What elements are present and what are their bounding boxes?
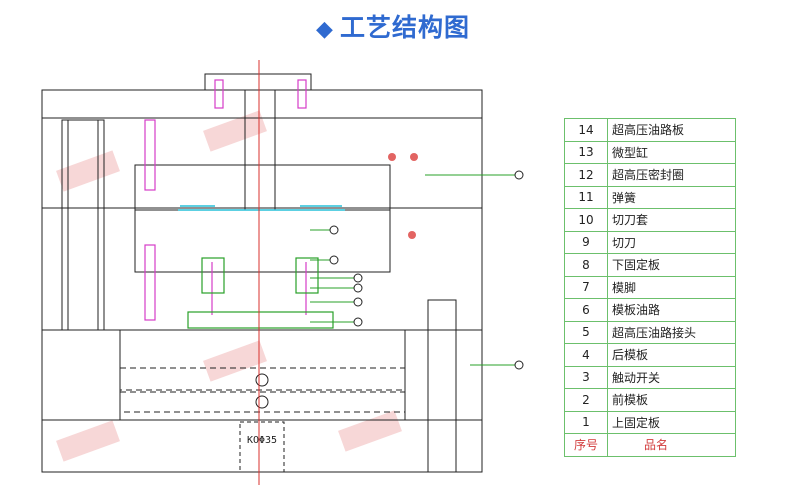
part-number: 7	[564, 275, 608, 299]
rear-mold-plate	[41, 207, 483, 331]
part-number: 14	[564, 118, 608, 142]
watermark	[56, 110, 402, 462]
title-bullet-icon: ◆	[316, 17, 334, 42]
coolant-hole	[255, 373, 269, 387]
guide-pillar	[61, 119, 105, 331]
sprue-bushing	[244, 89, 276, 211]
page-title-text: 工艺结构图	[339, 13, 470, 42]
header-number: 序号	[564, 433, 608, 457]
part-number: 10	[564, 208, 608, 232]
part-name: 超高压油路板	[607, 118, 736, 142]
part-number: 11	[564, 185, 608, 209]
header-name: 品名	[607, 433, 736, 457]
screw	[144, 244, 156, 321]
part-name: 下固定板	[607, 253, 736, 277]
part-number: 3	[564, 365, 608, 389]
page-title: ◆工艺结构图	[0, 8, 786, 44]
screw	[144, 119, 156, 191]
part-name: 上固定板	[607, 410, 736, 434]
part-number: 9	[564, 230, 608, 254]
part-name: 超高压油路接头	[607, 320, 736, 344]
cavity-insert	[134, 164, 391, 211]
part-name: 超高压密封圈	[607, 163, 736, 187]
cutter-sleeve	[295, 257, 319, 294]
core-insert	[134, 209, 391, 273]
mold-foot-right	[404, 329, 483, 421]
part-number: 4	[564, 343, 608, 367]
top-clamp-plate	[41, 89, 483, 119]
part-name: 切刀套	[607, 208, 736, 232]
part-name: 切刀	[607, 230, 736, 254]
ejector-plate-lower	[119, 391, 406, 413]
part-name: 后模板	[607, 343, 736, 367]
ko-hole	[239, 421, 285, 473]
mold-foot-left	[41, 329, 121, 421]
part-name: 触动开关	[607, 365, 736, 389]
screw	[297, 79, 307, 109]
part-name: 模板油路	[607, 298, 736, 322]
part-name: 前模板	[607, 388, 736, 412]
part-number: 8	[564, 253, 608, 277]
part-number: 6	[564, 298, 608, 322]
screw	[214, 79, 224, 109]
part-name: 弹簧	[607, 185, 736, 209]
cutter-sleeve	[201, 257, 225, 294]
part-number: 2	[564, 388, 608, 412]
part-number: 1	[564, 410, 608, 434]
part-number: 5	[564, 320, 608, 344]
part-name: 模脚	[607, 275, 736, 299]
return-pin	[427, 299, 457, 473]
part-name: 微型缸	[607, 140, 736, 164]
locating-ring	[204, 73, 312, 91]
parts-table-header: 序号品名	[564, 433, 736, 457]
high-pressure-oil-plate	[187, 311, 334, 329]
part-number: 12	[564, 163, 608, 187]
ko-label: KOΦ35	[247, 435, 277, 446]
part-number: 13	[564, 140, 608, 164]
coolant-hole	[255, 395, 269, 409]
ejector-plate-upper	[119, 367, 406, 391]
